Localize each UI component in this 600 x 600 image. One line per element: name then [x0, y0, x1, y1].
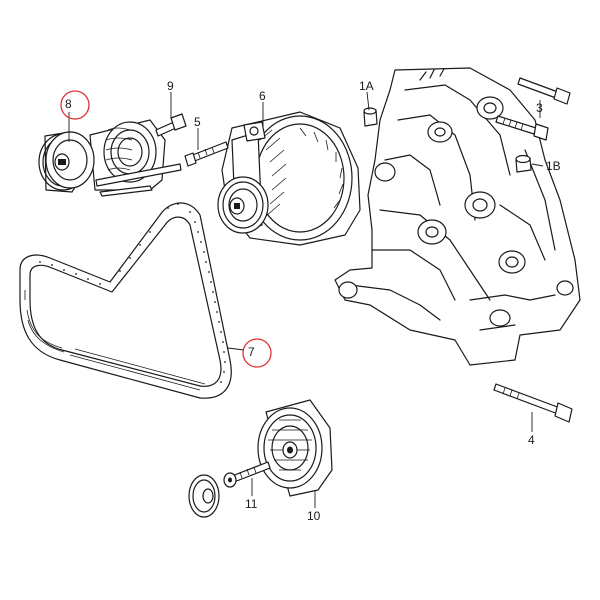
callout-8: 8: [65, 97, 72, 111]
bolt-11: [223, 461, 271, 488]
bolt-top-right: [517, 77, 571, 105]
callout-4: 4: [528, 433, 535, 447]
idler-pulley-10: [257, 399, 333, 497]
belt-rib-dots: [39, 203, 226, 383]
bolt-3: [495, 115, 549, 141]
highlight-ring-8: [60, 90, 90, 120]
callout-7: 7: [248, 345, 255, 359]
sleeve-1b: [515, 154, 532, 173]
tensioner-8: [38, 119, 182, 197]
callout-9: 9: [167, 79, 174, 93]
bolt-4: [493, 383, 573, 423]
callout-10: 10: [307, 509, 321, 523]
ribbed-belt-7: [19, 202, 232, 399]
callout-5: 5: [194, 115, 201, 129]
callout-labels: 8 9 5 6 1A 3 1B 7 4 11 10: [65, 79, 561, 523]
highlight-ring-7: [242, 338, 272, 368]
engine-bracket: [334, 67, 581, 366]
callout-1a: 1A: [359, 79, 374, 93]
callout-11: 11: [245, 497, 258, 511]
highlight-rings: [60, 90, 272, 368]
callout-1b: 1B: [546, 159, 561, 173]
dust-cap: [188, 474, 220, 518]
bolt-9: [155, 113, 187, 137]
callout-6: 6: [259, 89, 266, 103]
callout-3: 3: [536, 101, 543, 115]
alternator-6: [217, 111, 361, 246]
sleeve-1a: [363, 107, 378, 127]
bolt-5: [184, 141, 229, 167]
